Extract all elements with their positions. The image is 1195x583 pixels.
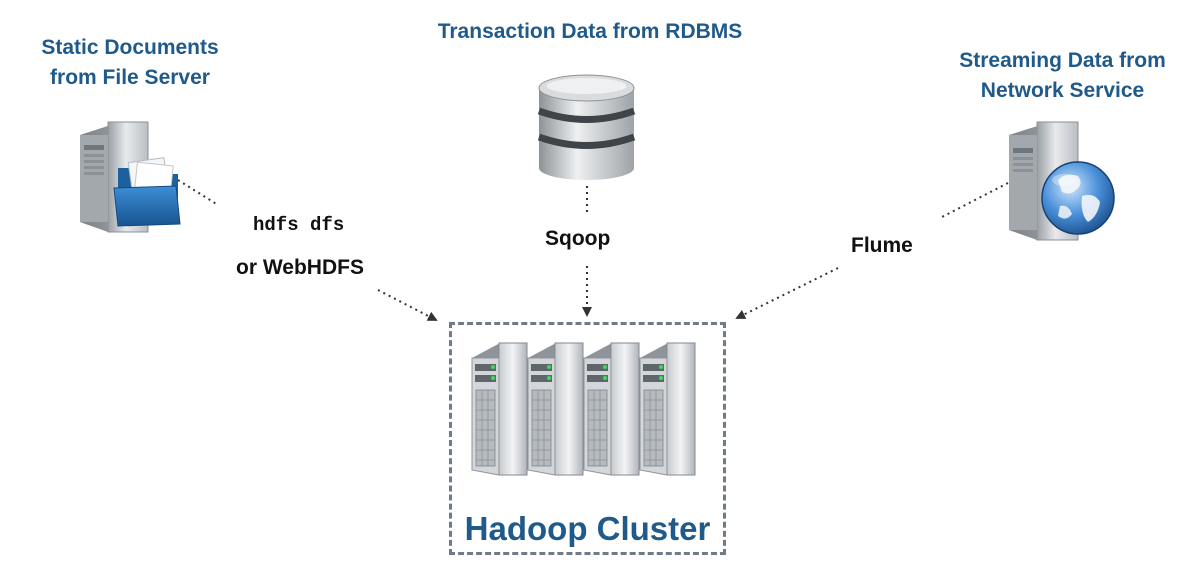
hadoop-cluster-box <box>449 322 726 555</box>
cluster-servers <box>471 342 696 476</box>
network-service-title-line1: Streaming Data from <box>959 49 1166 72</box>
rack-server-icon <box>527 342 584 476</box>
file-server-icon <box>80 121 181 233</box>
sqoop-label: Sqoop <box>545 227 611 250</box>
connector-file-server <box>177 179 219 206</box>
database-icon <box>537 74 636 180</box>
network-service-title: Streaming Data from Network Service <box>940 46 1185 106</box>
rack-server-icon <box>639 342 696 476</box>
arrow-network-to-cluster <box>735 267 839 319</box>
file-server-title-line2: from File Server <box>50 66 210 89</box>
connector-network-service <box>939 182 1009 219</box>
rack-server-icon <box>471 342 528 476</box>
rack-server-icon <box>583 342 640 476</box>
webhdfs-label: or WebHDFS <box>236 256 364 279</box>
flume-label: Flume <box>851 234 913 257</box>
file-server-title-line1: Static Documents <box>41 36 219 59</box>
network-server-icon <box>1009 121 1115 241</box>
hdfs-dfs-label: hdfs dfs <box>253 214 345 236</box>
hadoop-cluster-label: Hadoop Cluster <box>464 510 711 547</box>
file-server-title: Static Documents from File Server <box>10 33 250 93</box>
arrow-file-server-to-cluster <box>377 289 438 321</box>
network-service-title-line2: Network Service <box>980 79 1145 102</box>
rdbms-title: Transaction Data from RDBMS <box>437 20 743 43</box>
